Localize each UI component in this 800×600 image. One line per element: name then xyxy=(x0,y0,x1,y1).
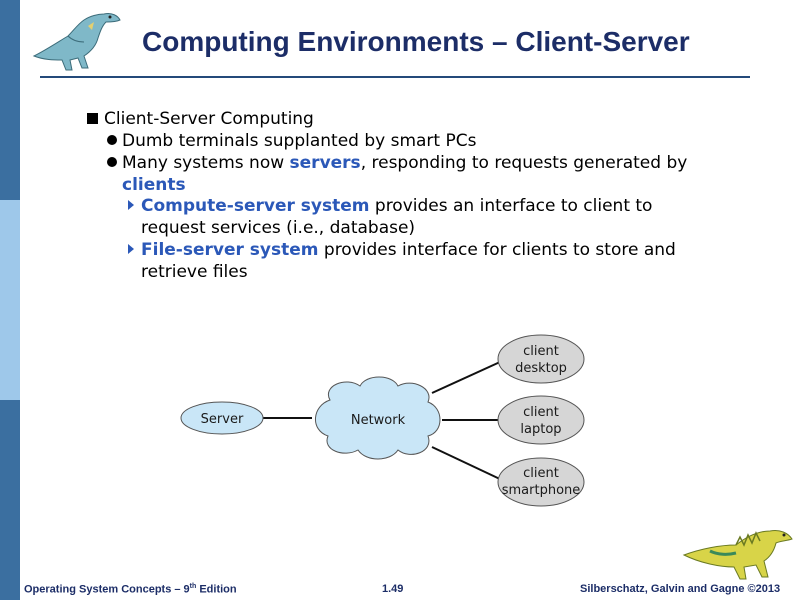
highlight-file-server: File-server system xyxy=(141,240,319,260)
footer-edition-suffix: th xyxy=(189,583,197,590)
smartphone-link xyxy=(431,446,503,481)
desktop-link xyxy=(431,361,501,394)
client-smartphone-line1: client xyxy=(523,466,559,481)
text-segment: , responding to requests generated by xyxy=(360,153,688,173)
bullet-file-server-cont: retrieve files xyxy=(141,262,248,282)
text-segment: provides interface for clients to store … xyxy=(318,240,676,260)
title-divider xyxy=(40,76,750,78)
network-cloud-icon xyxy=(315,376,441,460)
network-label: Network xyxy=(351,413,406,428)
server-label: Server xyxy=(201,412,244,427)
footer-edition-text: Edition xyxy=(196,583,237,596)
server-node xyxy=(180,401,264,435)
dinosaur-mascot-icon xyxy=(682,530,793,580)
dinosaur-logo-icon xyxy=(32,13,121,71)
left-bar-segment-bottom xyxy=(0,400,20,600)
square-bullet-icon xyxy=(87,113,98,124)
highlight-servers: servers xyxy=(289,153,361,173)
bullet-file-server: File-server system provides interface fo… xyxy=(141,240,676,260)
client-laptop-line2: laptop xyxy=(520,422,561,437)
footer-book-title: Operating System Concepts – 9th Edition xyxy=(24,583,237,596)
client-smartphone-line2: smartphone xyxy=(502,483,581,498)
round-bullet-icon xyxy=(107,157,117,167)
triangle-bullet-icon xyxy=(128,244,134,254)
client-laptop-line1: client xyxy=(523,405,559,420)
triangle-bullet-icon xyxy=(128,200,134,210)
client-smartphone-node xyxy=(497,457,585,507)
left-side-bar xyxy=(0,0,20,600)
client-desktop-line2: desktop xyxy=(515,361,567,376)
client-desktop-line1: client xyxy=(523,344,559,359)
round-bullet-icon xyxy=(107,135,117,145)
left-bar-segment-middle xyxy=(0,200,20,400)
client-laptop-node xyxy=(497,395,585,445)
text-segment: Many systems now xyxy=(122,153,290,173)
bullet-level1: Client-Server Computing xyxy=(104,109,314,129)
bullet-compute-server-cont: request services (i.e., database) xyxy=(141,218,416,238)
left-bar-segment-top xyxy=(0,0,20,200)
bullet-many-systems: Many systems now servers, responding to … xyxy=(122,153,687,173)
footer-authors: Silberschatz, Galvin and Gagne ©2013 xyxy=(580,583,781,595)
bullet-dumb-terminals: Dumb terminals supplanted by smart PCs xyxy=(122,131,477,151)
highlight-compute-server: Compute-server system xyxy=(141,196,370,216)
highlight-clients: clients xyxy=(122,175,186,195)
footer-page-number: 1.49 xyxy=(382,583,404,595)
text-segment: provides an interface to client to xyxy=(369,196,653,216)
bullet-compute-server: Compute-server system provides an interf… xyxy=(141,196,652,216)
client-desktop-node xyxy=(497,334,585,384)
footer-title-text: Operating System Concepts – 9 xyxy=(24,583,190,596)
slide-title: Computing Environments – Client-Server xyxy=(142,26,690,57)
